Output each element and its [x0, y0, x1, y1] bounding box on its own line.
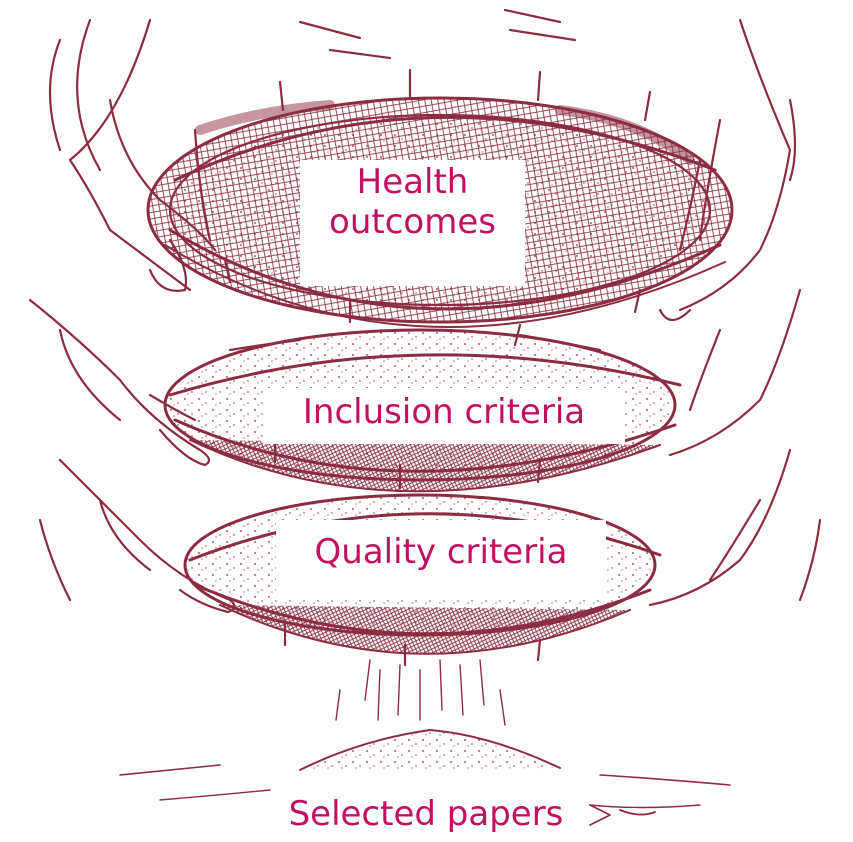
inclusion-criteria-label: Inclusion criteria: [263, 388, 625, 444]
falling-grains: [336, 660, 505, 725]
quality-criteria-label: Quality criteria: [276, 520, 606, 598]
health-outcomes-label-line2: outcomes: [300, 202, 525, 242]
health-outcomes-label-line1: Health: [300, 162, 525, 202]
health-outcomes-label: Health outcomes: [300, 160, 525, 286]
selected-papers-label: Selected papers: [276, 790, 576, 842]
